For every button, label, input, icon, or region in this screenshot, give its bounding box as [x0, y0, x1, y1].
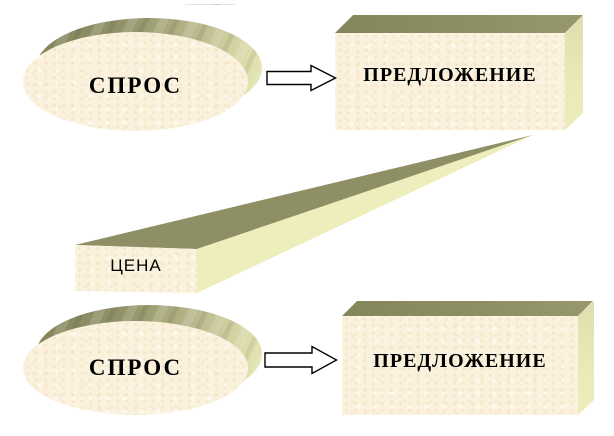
- price-wedge-under-face: [197, 135, 533, 293]
- price-wedge-top-face: [75, 135, 533, 249]
- price-shape: ЦЕНА: [75, 245, 197, 293]
- supply-box-top: ПРЕДЛОЖЕНИЕ: [335, 33, 565, 130]
- supply-box-bottom-rightface: [578, 301, 594, 415]
- supply-box-top-rightface: [565, 15, 583, 130]
- right-arrow-icon-bottom: [264, 345, 338, 375]
- supply-label-bottom: ПРЕДЛОЖЕНИЕ: [373, 350, 547, 372]
- supply-box-top-topface: [335, 15, 583, 33]
- top-edge-artifact: [185, 4, 235, 5]
- demand-label-top: СПРОС: [88, 72, 183, 98]
- demand-oval-bottom: СПРОС: [23, 321, 248, 415]
- supply-box-bottom-topface: [342, 301, 593, 316]
- right-arrow-icon-top: [266, 64, 338, 92]
- price-label: ЦЕНА: [110, 256, 162, 275]
- demand-label-bottom: СПРОС: [88, 355, 183, 380]
- demand-oval-top: СПРОС: [23, 32, 248, 131]
- supply-box-bottom: ПРЕДЛОЖЕНИЕ: [342, 316, 578, 415]
- supply-label-top: ПРЕДЛОЖЕНИЕ: [363, 64, 537, 86]
